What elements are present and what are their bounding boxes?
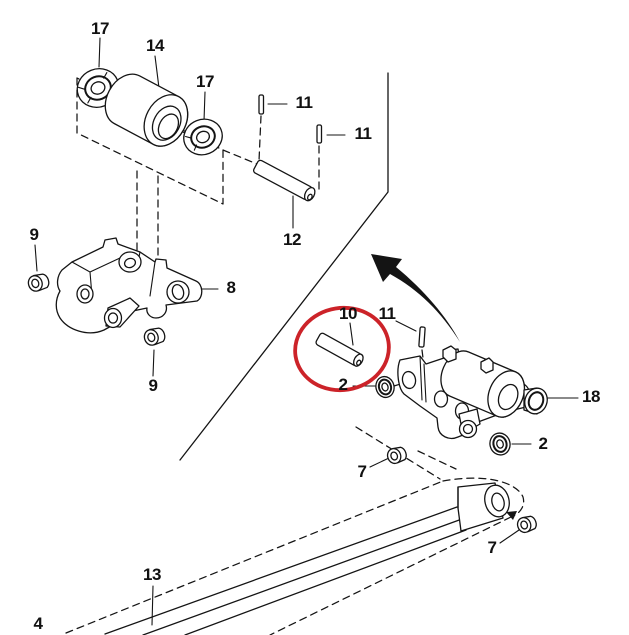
arm-13-lines bbox=[104, 506, 467, 635]
plug-9-top bbox=[27, 273, 50, 292]
leader-lines bbox=[34, 37, 579, 626]
frame-line bbox=[179, 72, 389, 461]
pin-11-c bbox=[418, 326, 426, 348]
pin-11-a bbox=[258, 94, 265, 115]
insert-arrowhead bbox=[506, 511, 517, 520]
arm-end-boss bbox=[457, 482, 510, 532]
roller-14 bbox=[104, 73, 189, 147]
highlight-ellipse bbox=[293, 305, 391, 393]
direction-arrow bbox=[371, 254, 460, 342]
grommet-2-right bbox=[489, 432, 511, 456]
pin-10 bbox=[315, 332, 364, 367]
bracket-8 bbox=[55, 237, 203, 334]
pin-11-b bbox=[316, 124, 323, 144]
rod-12 bbox=[252, 159, 316, 202]
grommet-2-left bbox=[375, 375, 395, 399]
bearing-17-right bbox=[183, 118, 223, 156]
plug-7-right bbox=[516, 515, 537, 534]
plug-7-left bbox=[386, 446, 407, 465]
plug-9-bottom bbox=[143, 327, 166, 346]
bracket-18 bbox=[397, 345, 548, 440]
